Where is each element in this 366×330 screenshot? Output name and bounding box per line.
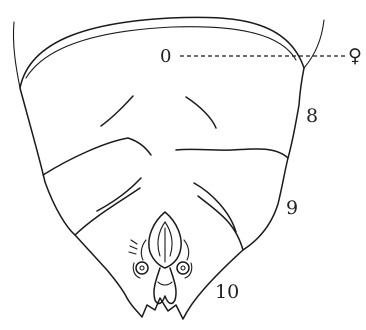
marker-left-label: 0: [160, 46, 171, 67]
fold-8-left: [101, 96, 133, 126]
fold-9-left: [97, 178, 141, 211]
segment-9-label: 9: [286, 197, 298, 219]
segment-8-label: 8: [306, 105, 318, 127]
segment-boundary-8-9-right: [176, 149, 288, 158]
segment-boundary-9-10: [75, 188, 140, 235]
left-top-edge: [13, 22, 20, 88]
cercus-right: [177, 262, 192, 278]
segment-boundary-8-9: [43, 138, 151, 175]
hatching-left: [129, 240, 137, 254]
anal-tube: [154, 268, 176, 303]
genital-plate: [141, 212, 188, 268]
right-top-edge: [304, 20, 324, 68]
outer-contour: [20, 68, 304, 319]
segment-10-label: 10: [215, 281, 239, 303]
cercus-left: [133, 262, 148, 278]
fold-8-right: [186, 97, 216, 128]
female-symbol-label: ♀: [348, 45, 362, 67]
